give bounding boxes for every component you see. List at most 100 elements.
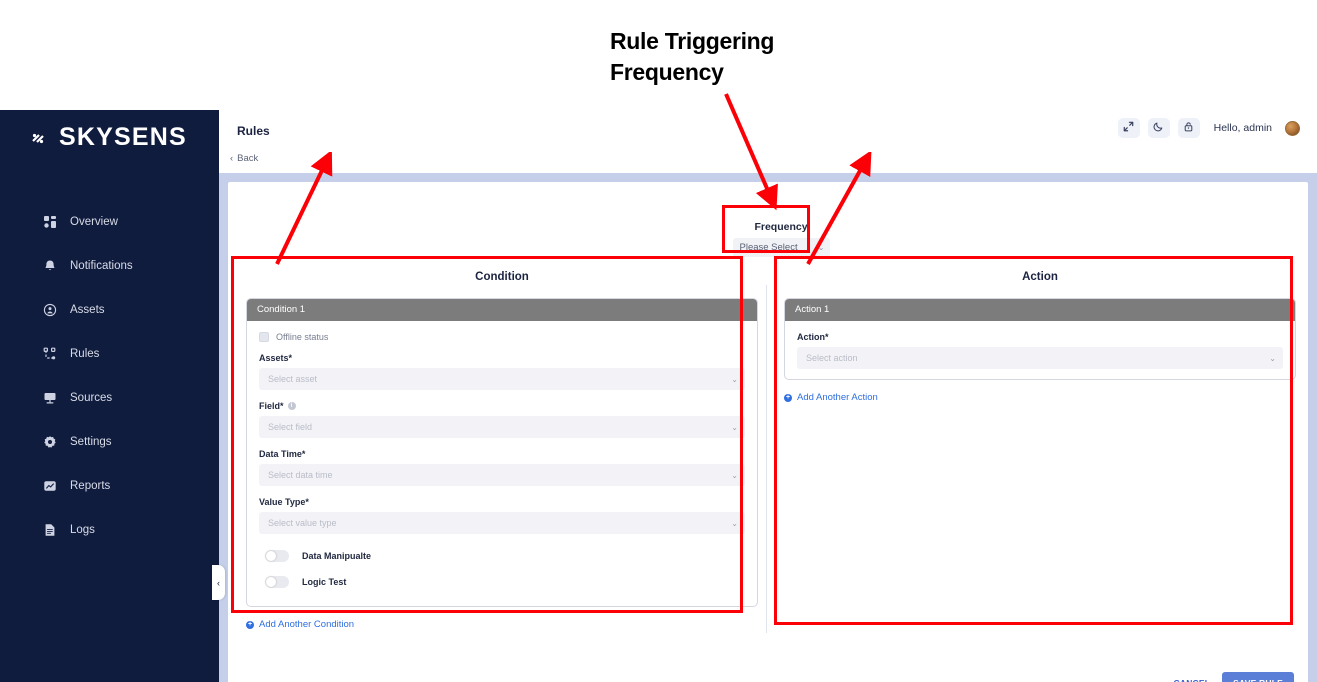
sidebar-item-label: Sources [70,392,113,404]
sidebar-item-label: Overview [70,216,118,228]
sidebar-item-label: Logs [70,524,95,536]
back-label: Back [237,153,259,164]
condition-panel-title: Condition 1 [247,299,757,321]
sidebar-item-logs[interactable]: Logs [0,508,219,552]
add-another-action-button[interactable]: + Add Another Action [784,392,1296,403]
condition-column-title: Condition [475,271,529,283]
action-label-text: Action* [797,332,829,342]
add-another-condition-button[interactable]: + Add Another Condition [246,619,758,630]
chevron-down-icon: ⌄ [817,243,825,252]
sidebar-item-label: Reports [70,480,111,492]
add-another-condition-label: Add Another Condition [259,619,355,630]
chevron-left-icon: ‹ [217,577,220,588]
sidebar-item-rules[interactable]: Rules [0,332,219,376]
data-time-field-label: Data Time* [259,449,745,459]
frequency-group: Frequency Please Select ⌄ [721,221,841,257]
sidebar-item-notifications[interactable]: Notifications [0,244,219,288]
lock-button[interactable] [1177,118,1200,138]
chevron-left-icon: ‹ [230,153,234,164]
assets-field-label: Assets* [259,353,745,363]
action-panel-title: Action 1 [785,299,1295,321]
chevron-down-icon: ⌄ [1269,353,1276,363]
logic-test-label: Logic Test [302,577,347,587]
data-manipulate-row: Data Manipualte [265,550,745,562]
cancel-button[interactable]: CANCEL [1174,678,1211,682]
assets-select[interactable]: Select asset ⌄ [259,368,745,390]
expand-button[interactable] [1117,118,1140,138]
offline-status-checkbox[interactable] [259,332,269,342]
data-time-placeholder: Select data time [268,470,333,480]
brand-name: SKYSENS [59,123,187,151]
toggle-knob [266,551,276,561]
sidebar-item-label: Rules [70,348,100,360]
content-canvas: Frequency Please Select ⌄ Condition Cond… [219,173,1317,682]
sidebar-item-reports[interactable]: Reports [0,464,219,508]
chevron-down-icon: ⌄ [731,470,738,480]
sidebar-item-sources[interactable]: Sources [0,376,219,420]
value-type-select[interactable]: Select value type ⌄ [259,512,745,534]
condition-panel-body: Offline status Assets* Select asset ⌄ [247,321,757,606]
sidebar-item-label: Assets [70,304,105,316]
annotation-label-frequency: Rule Triggering Frequency [610,28,775,86]
action-column-title: Action [1022,271,1058,283]
offline-status-label: Offline status [276,332,329,342]
condition-column: Condition Condition 1 Offline status Ass… [246,271,758,630]
logic-test-toggle[interactable] [265,576,289,588]
chevron-down-icon: ⌄ [731,374,738,384]
rule-editor-card: Frequency Please Select ⌄ Condition Cond… [228,182,1308,682]
info-icon[interactable]: i [287,402,296,410]
topbar-actions: Hello, admin [1117,118,1300,138]
data-manipulate-toggle[interactable] [265,550,289,562]
chevron-down-icon: ⌄ [731,422,738,432]
field-field-label: Field* i [259,401,745,411]
dark-mode-icon [1153,119,1164,137]
lock-icon [1183,119,1194,137]
form-footer: CANCEL SAVE RULE [1174,672,1294,682]
frequency-label: Frequency [754,221,808,233]
rules-icon [42,347,57,362]
data-time-select[interactable]: Select data time ⌄ [259,464,745,486]
data-time-label-text: Data Time* [259,449,306,459]
action-placeholder: Select action [806,353,858,363]
sidebar-item-overview[interactable]: Overview [0,200,219,244]
avatar[interactable] [1285,120,1300,136]
chevron-down-icon: ⌄ [731,518,738,528]
dark-mode-button[interactable] [1147,118,1170,138]
brand-logo: SKYSENS [0,123,219,152]
add-another-action-label: Add Another Action [797,392,878,403]
field-placeholder: Select field [268,422,313,432]
action-panel-body: Action* Select action ⌄ [785,321,1295,379]
assets-placeholder: Select asset [268,374,318,384]
back-button[interactable]: ‹ Back [230,153,258,164]
grid-icon [42,215,57,230]
field-select[interactable]: Select field ⌄ [259,416,745,438]
skysens-mark-icon [32,130,54,146]
action-column: Action Action 1 Action* Select action ⌄ [784,271,1296,403]
sidebar-collapse-toggle[interactable]: ‹ [212,565,225,600]
offline-status-row: Offline status [259,332,745,342]
frequency-select[interactable]: Please Select ⌄ [732,238,830,257]
page-title: Rules [237,124,270,138]
expand-icon [1123,119,1134,137]
save-rule-button[interactable]: SAVE RULE [1222,672,1294,682]
plus-icon: + [246,620,254,629]
sidebar: SKYSENS Overview [0,110,225,682]
topbar: Rules ‹ Back [219,110,1317,173]
bell-icon [42,259,57,274]
sidebar-item-assets[interactable]: Assets [0,288,219,332]
action-panel: Action 1 Action* Select action ⌄ [784,298,1296,380]
sidebar-item-label: Settings [70,436,112,448]
gear-icon [42,435,57,450]
application-window: SKYSENS Overview [0,110,1317,682]
source-monitor-icon [42,391,57,406]
value-type-field-label: Value Type* [259,497,745,507]
sidebar-item-label: Notifications [70,260,133,272]
action-select[interactable]: Select action ⌄ [797,347,1283,369]
sidebar-item-settings[interactable]: Settings [0,420,219,464]
logic-test-row: Logic Test [265,576,745,588]
assets-label-text: Assets* [259,353,293,363]
column-divider [766,285,767,633]
condition-panel: Condition 1 Offline status Assets* [246,298,758,607]
asset-tag-icon [42,303,57,318]
